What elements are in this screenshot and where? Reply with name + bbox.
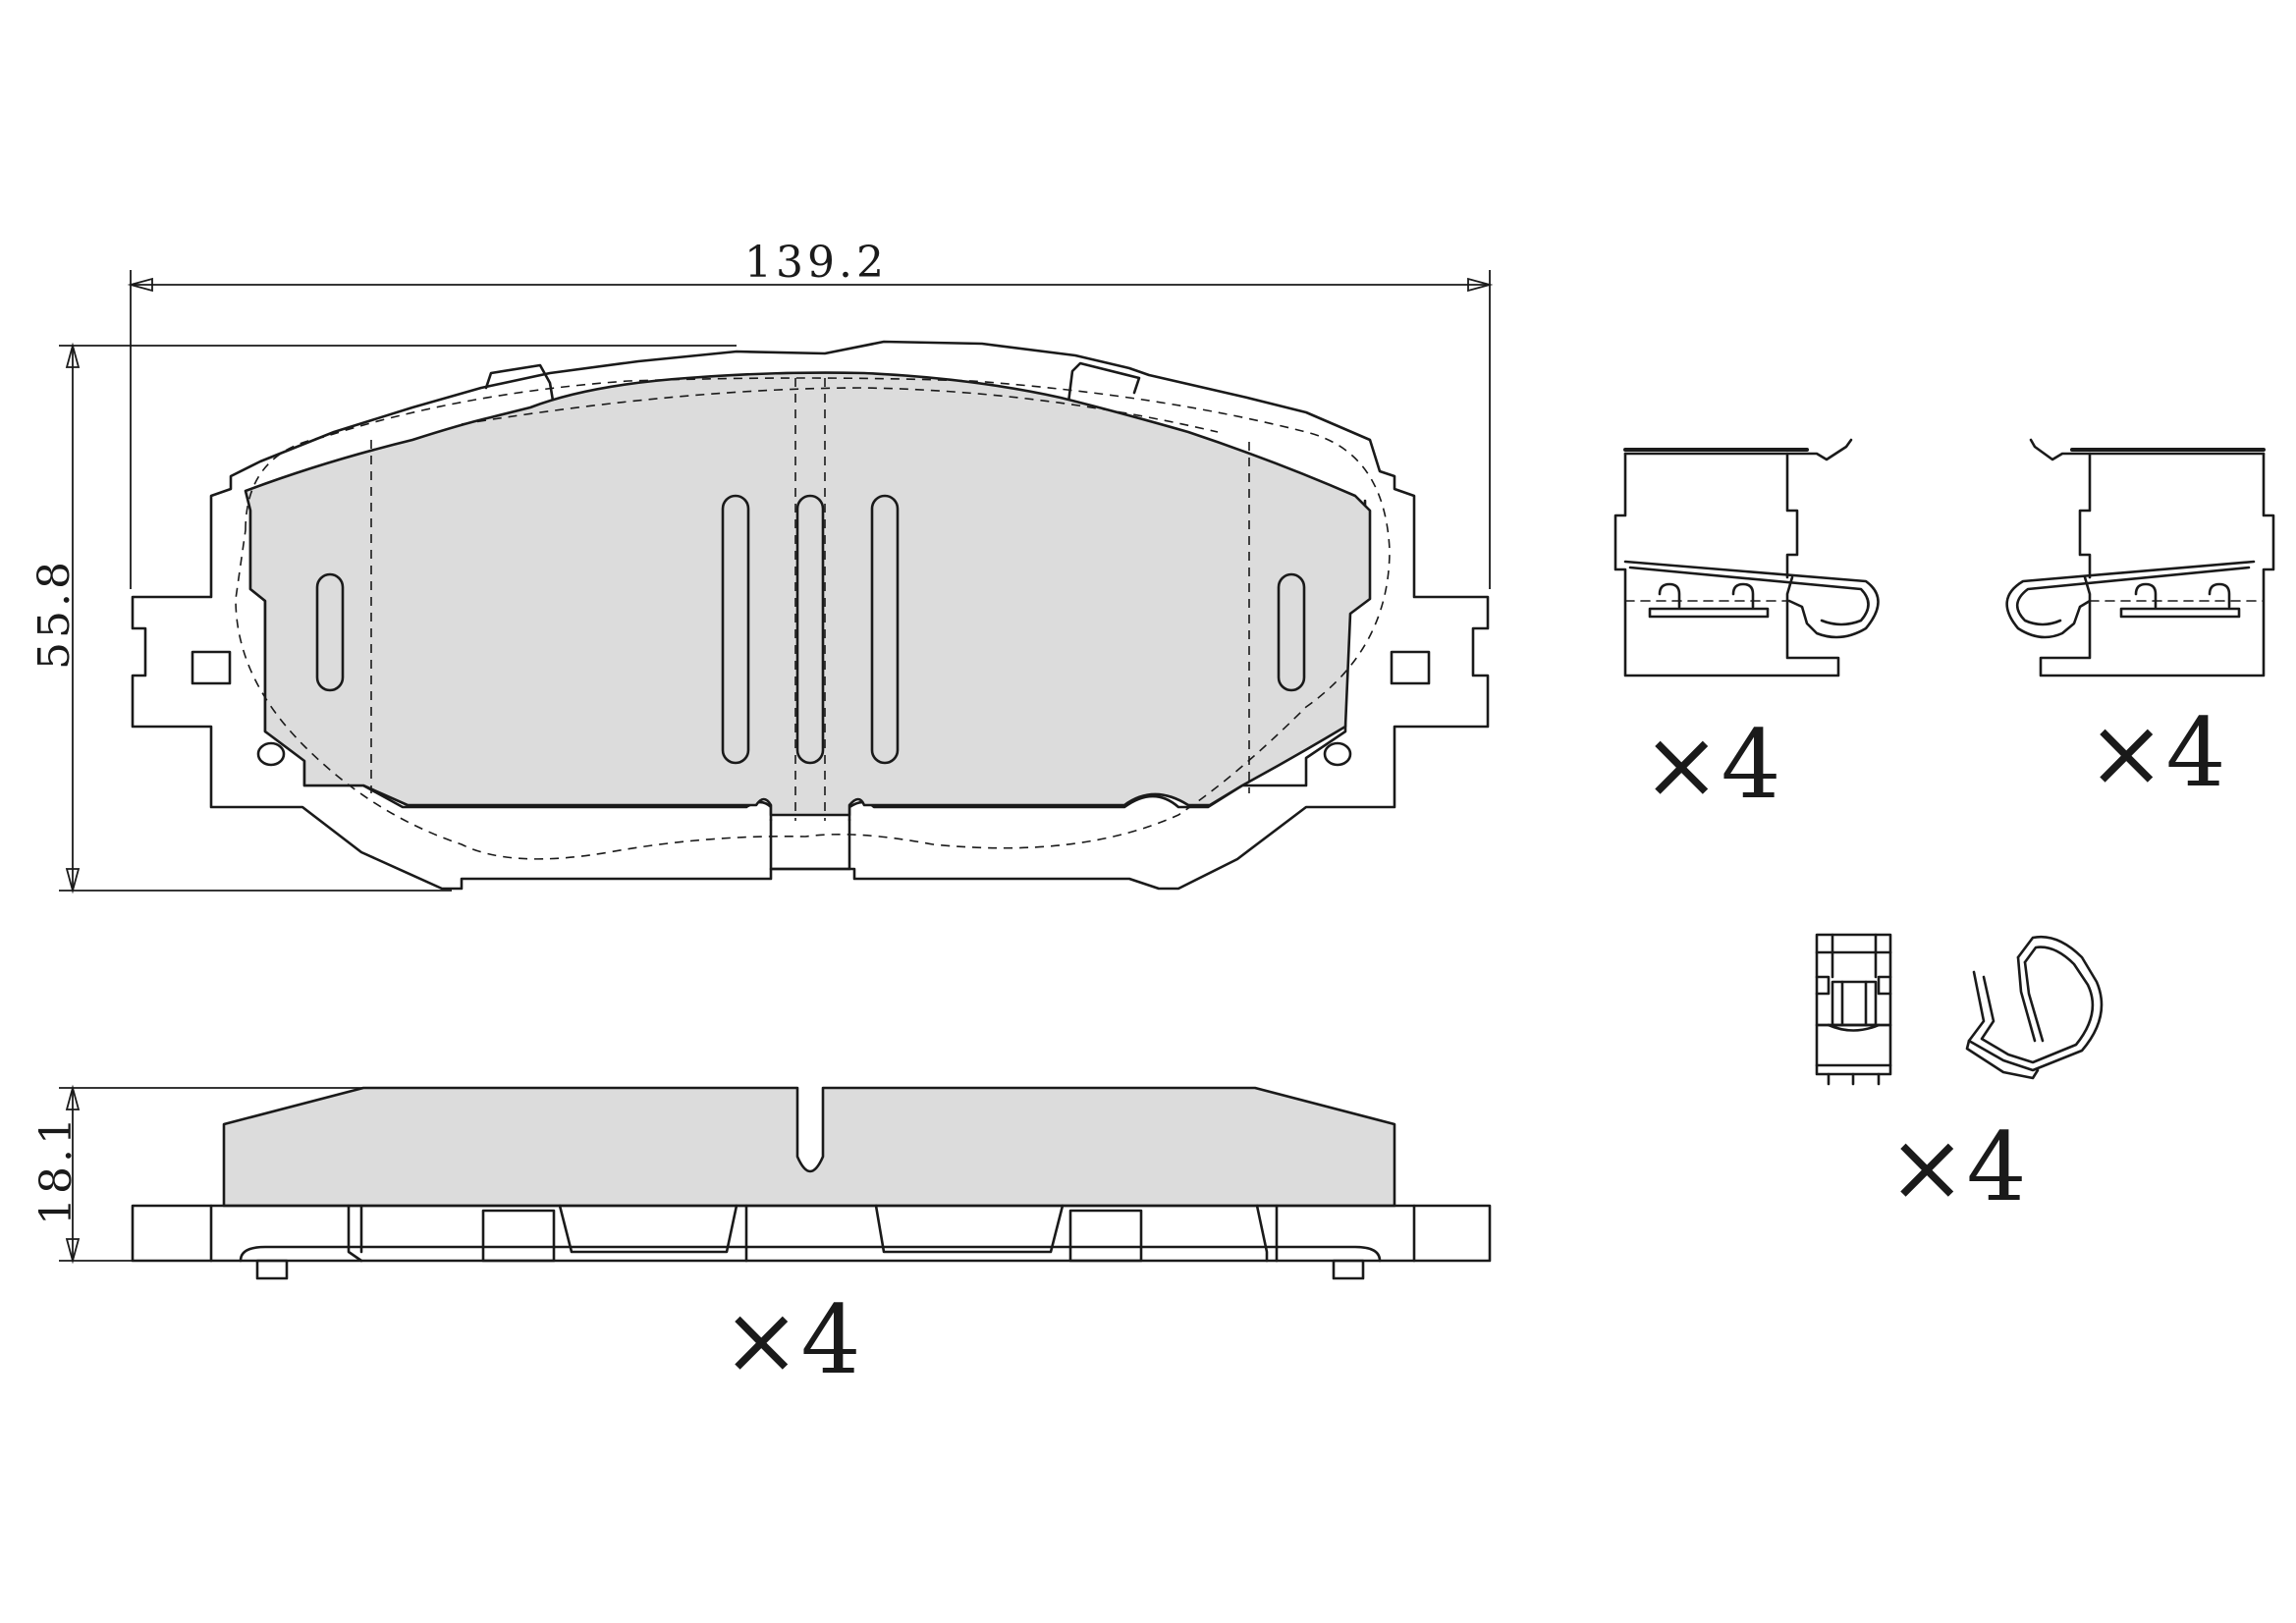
pad-quantity: ×4 — [722, 1285, 861, 1395]
dimension-thickness: 18.1 — [31, 1084, 363, 1265]
small-clip-spring — [1965, 935, 2104, 1080]
slot-left — [315, 572, 345, 692]
left-hole — [256, 741, 286, 767]
small-clips-quantity: ×4 — [1887, 1112, 2027, 1222]
slot-center-2 — [795, 494, 825, 765]
clip-right-quantity: ×4 — [2087, 698, 2226, 808]
clip-left-quantity: ×4 — [1642, 710, 1781, 820]
thickness-label: 18.1 — [31, 1113, 82, 1225]
height-label: 55.8 — [29, 558, 80, 670]
right-hole — [1323, 741, 1352, 767]
width-label: 139.2 — [744, 238, 888, 288]
dimension-width: 139.2 — [127, 238, 1494, 589]
slot-center-1 — [721, 494, 750, 765]
bottom-tab — [769, 818, 851, 871]
clip-left — [1613, 438, 1880, 677]
side-friction — [222, 1086, 1396, 1208]
brake-pad-side-view — [131, 1086, 1492, 1280]
backing-plate — [131, 340, 1490, 891]
right-lug — [1390, 650, 1431, 685]
dash-edge-top — [461, 387, 1219, 433]
left-lug — [191, 650, 232, 685]
dimension-height: 55.8 — [29, 342, 737, 894]
slot-right — [1277, 572, 1306, 692]
clip-right — [2005, 438, 2275, 677]
slot-center-3 — [870, 494, 900, 765]
small-clip-connector — [1815, 933, 1892, 1086]
side-backing-plate — [131, 1204, 1492, 1263]
wear-outline-dashed — [235, 377, 1391, 860]
